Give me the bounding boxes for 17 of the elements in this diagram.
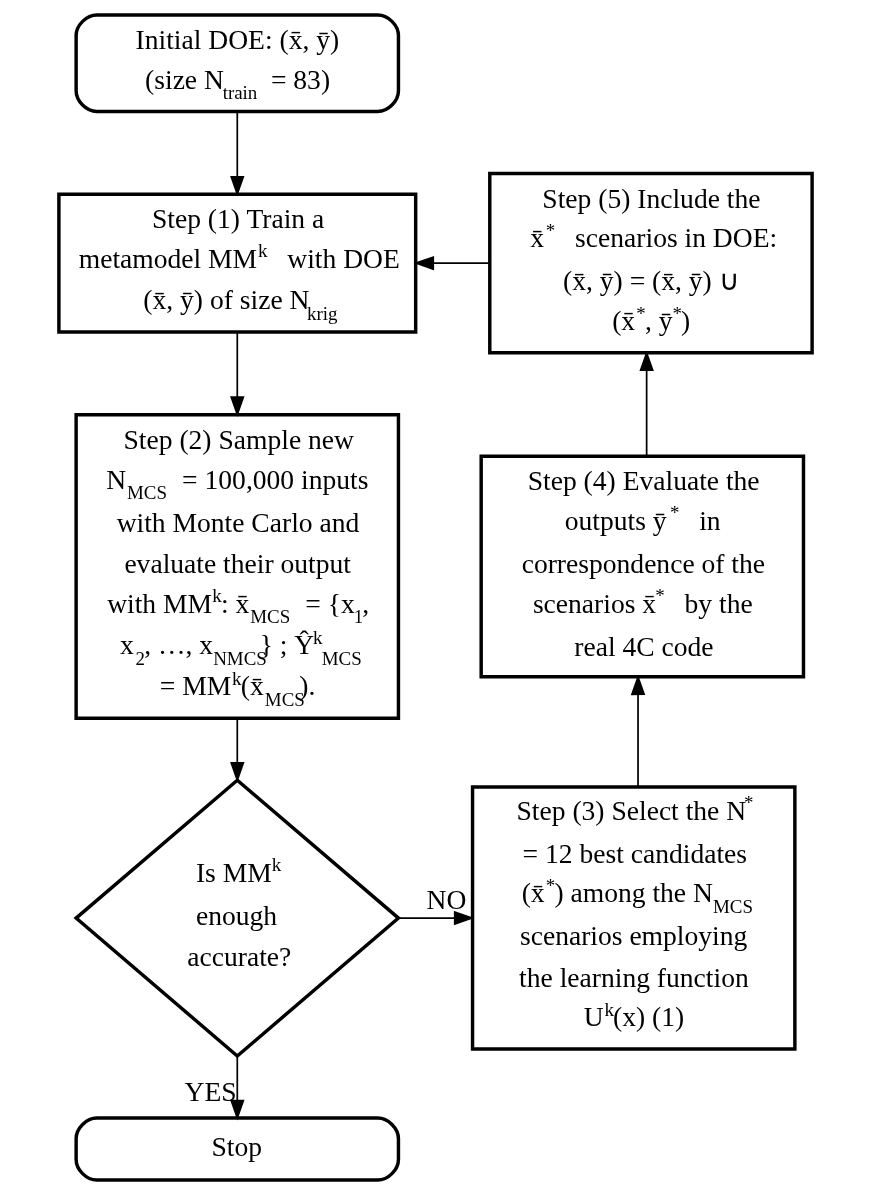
node-box: Step (3) Select the N$^{*}$ = 12 best candidates (x̄$^{*}$) among the N$_{MCS}$ scenarios employing the learning function U$^{k}$(x) (1)	[470, 785, 797, 1051]
arrow	[230, 1055, 245, 1121]
node-box: Step (4) Evaluate the outputs ȳ$^{*}$ in correspondence of the scenarios x̄$^{*}$ by the real 4C code	[479, 454, 806, 679]
arrow	[397, 910, 475, 926]
arrow	[630, 674, 646, 788]
arrow	[230, 331, 245, 417]
node-box: Initial DOE: (x̄, ȳ) (size N$_{train}$ = 83)	[74, 13, 401, 114]
edge-label: NO	[426, 884, 467, 916]
node-box: Stop	[74, 1116, 401, 1182]
node-diamond: Is MM$^{k}$ enough accurate?	[73, 777, 402, 1059]
arrow	[639, 350, 654, 457]
arrow	[230, 110, 245, 197]
edge-label: YES	[184, 1075, 237, 1107]
node-box: Step (1) Train a metamodel MM$^{k}$ with DOE (x̄, ȳ) of size N$_{krig}$	[57, 192, 418, 334]
arrow	[230, 717, 245, 783]
node-box: Step (5) Include the x̄$^{*}$ scenarios in DOE: (x̄, ȳ) = (x̄, ȳ) ∪ (x̄$^{*}$, ȳ$^{*}$)	[488, 171, 814, 355]
arrow	[413, 255, 491, 271]
